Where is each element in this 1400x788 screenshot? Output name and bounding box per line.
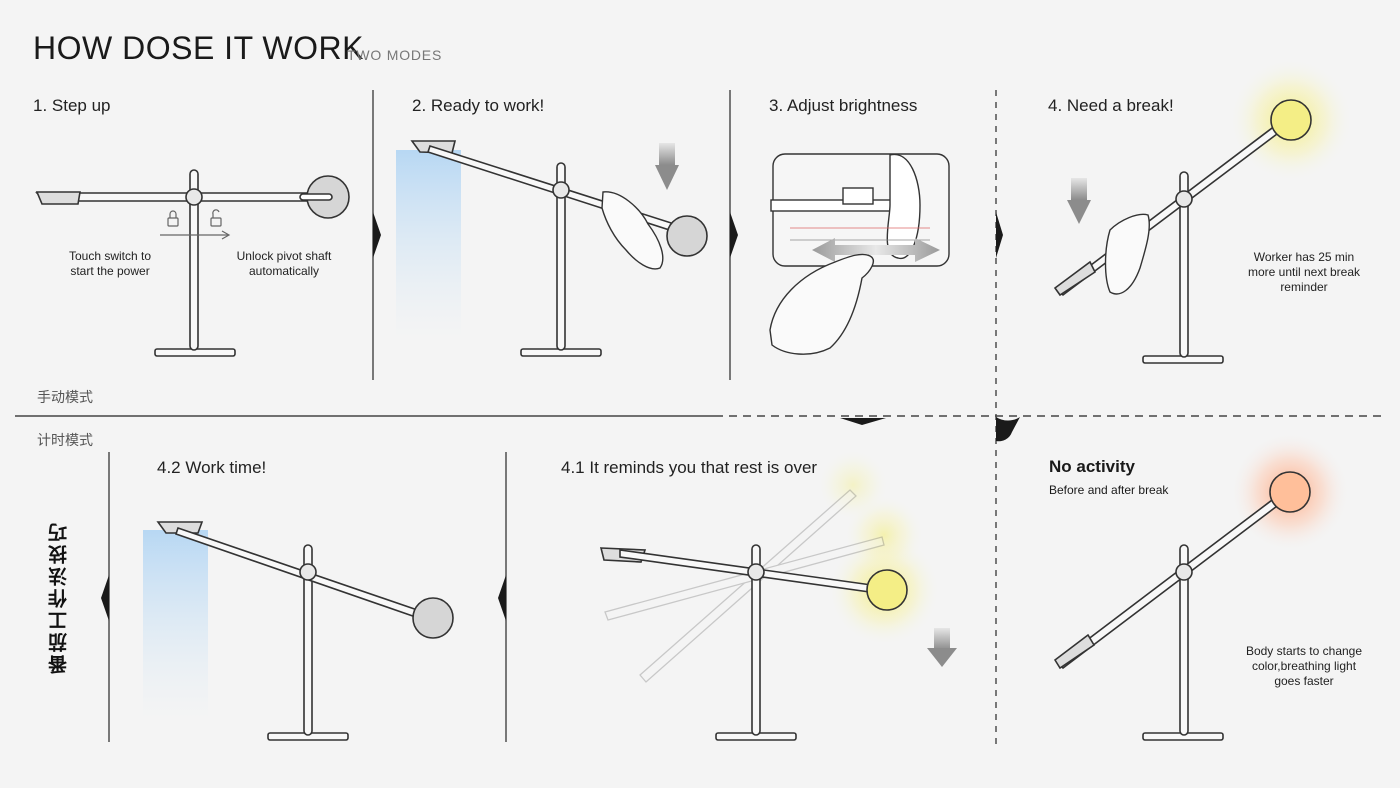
unlock-hint xyxy=(160,209,231,240)
lamp-ghost xyxy=(604,489,885,683)
flow-tab xyxy=(101,575,109,621)
step-1-title: 1. Step up xyxy=(33,96,111,115)
warm-glow xyxy=(817,449,889,521)
no-activity-title: No activity xyxy=(1049,457,1135,476)
lamp-step-4-1 xyxy=(599,544,908,741)
down-arrow-icon xyxy=(1067,200,1091,224)
note-line: Touch switch to xyxy=(68,249,152,263)
step-4-2-title: 4.2 Work time! xyxy=(157,458,267,477)
hand-icon xyxy=(601,191,664,270)
lamp-step-1 xyxy=(35,169,350,357)
note-line: automatically xyxy=(248,264,320,278)
down-arrow-icon xyxy=(1071,178,1087,200)
down-arrow-icon xyxy=(927,648,957,667)
step-2-title: 2. Ready to work! xyxy=(412,96,545,115)
no-activity-subtitle: Before and after break xyxy=(1049,483,1169,497)
down-arrow-icon xyxy=(655,165,679,190)
hand-icon xyxy=(1104,213,1150,295)
step-4-title: 4. Need a break! xyxy=(1048,96,1174,115)
lamp-no-activity xyxy=(1053,471,1311,741)
finger-hand-icon xyxy=(769,253,874,355)
note-line: Unlock pivot shaft xyxy=(236,249,332,263)
note-line: Body starts to change xyxy=(1245,644,1363,658)
note-line: reminder xyxy=(1280,280,1328,294)
light-beam xyxy=(143,530,208,720)
brightness-panel xyxy=(770,153,950,267)
flow-tab xyxy=(996,212,1003,258)
flow-tabs xyxy=(101,212,1020,621)
note-line: more until next break xyxy=(1247,265,1361,279)
light-beam xyxy=(396,150,461,340)
step-4-1-title: 4.1 It reminds you that rest is over xyxy=(561,458,818,477)
note-touch-switch: Touch switch to start the power xyxy=(50,249,170,279)
flow-tab xyxy=(498,575,506,621)
lamp-step-4-2 xyxy=(156,521,454,741)
note-worker-break: Worker has 25 min more until next break … xyxy=(1234,250,1374,295)
flow-tab xyxy=(996,417,1020,442)
note-body-color: Body starts to change color,breathing li… xyxy=(1234,644,1374,689)
note-line: goes faster xyxy=(1274,674,1334,688)
timer-mode-label: 计时模式 xyxy=(37,432,93,448)
down-arrow-icon xyxy=(659,143,675,165)
page-subtitle: TWO MODES xyxy=(347,47,443,63)
left-right-arrow-icon xyxy=(812,238,940,262)
manual-mode-label: 手动模式 xyxy=(37,389,93,405)
note-unlock-pivot: Unlock pivot shaft automatically xyxy=(224,249,344,279)
step-3-title: 3. Adjust brightness xyxy=(769,96,918,115)
page-title: HOW DOSE IT WORK xyxy=(33,30,364,66)
flow-tab xyxy=(373,212,381,258)
note-line: Worker has 25 min xyxy=(1253,250,1355,264)
down-arrow-icon xyxy=(934,628,950,650)
note-line: color,breathing light xyxy=(1251,659,1357,673)
flow-tab xyxy=(730,212,738,258)
flow-tab xyxy=(840,418,886,425)
note-line: start the power xyxy=(70,264,150,278)
